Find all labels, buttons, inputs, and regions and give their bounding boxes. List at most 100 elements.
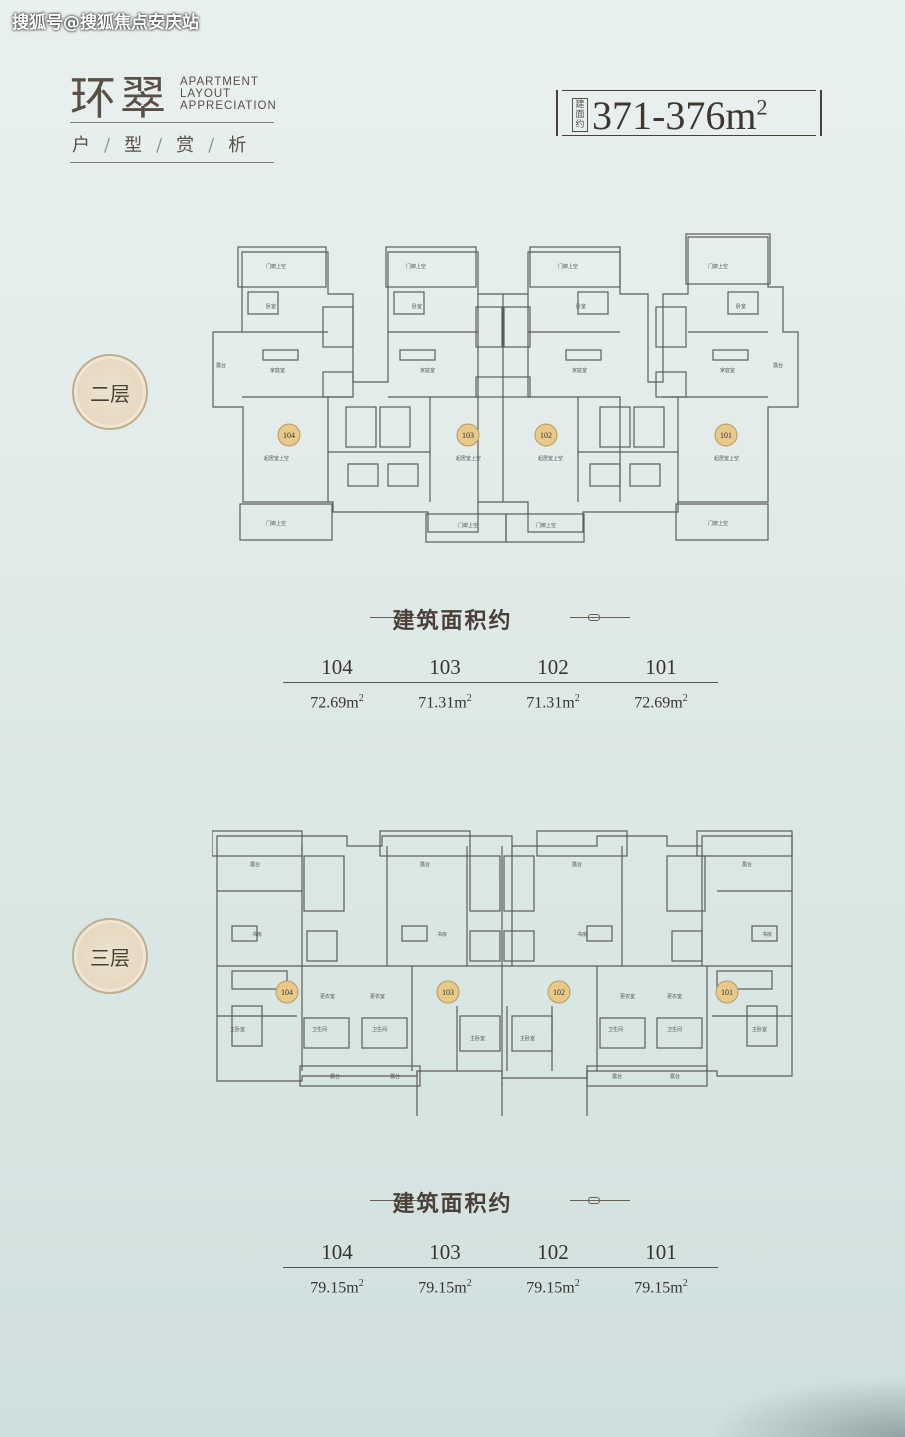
total-area-box: 建面约 371-376m2 [556,90,822,138]
svg-text:门廊上空: 门廊上空 [708,263,728,270]
svg-text:卫生间: 卫生间 [372,1026,387,1033]
svg-text:101: 101 [721,988,733,997]
svg-text:起居室上空: 起居室上空 [456,455,481,462]
svg-text:露台: 露台 [250,861,260,868]
svg-text:书房: 书房 [252,931,262,938]
title-divider [70,162,274,163]
svg-text:露台: 露台 [670,1073,680,1080]
svg-text:卧室: 卧室 [576,303,586,310]
svg-text:露台: 露台 [572,861,582,868]
unit-area: 71.31m2 [418,693,472,712]
svg-text:更衣室: 更衣室 [620,993,635,1000]
unit-area: 79.15m2 [310,1278,364,1297]
unit-number: 103 [429,1240,461,1264]
decor-dot [400,1197,412,1204]
svg-text:门廊上空: 门廊上空 [266,520,286,527]
svg-text:主卧室: 主卧室 [752,1026,767,1033]
svg-text:103: 103 [462,431,474,440]
area-value: 371-376m2 [592,93,768,138]
svg-text:家庭室: 家庭室 [720,367,735,374]
svg-text:门廊上空: 门廊上空 [558,263,578,270]
svg-text:卫生间: 卫生间 [608,1026,623,1033]
unit-area: 72.69m2 [634,693,688,712]
subtitle-char: 析 [228,135,247,156]
decor-dot [588,614,600,621]
svg-text:露台: 露台 [612,1073,622,1080]
area-section-title: 建筑面积约 [392,608,513,634]
svg-text:起居室上空: 起居室上空 [538,455,563,462]
decor-dot [400,614,412,621]
svg-text:家庭室: 家庭室 [420,367,435,374]
title-english: APARTMENT LAYOUT APPRECIATION [180,76,277,112]
svg-text:101: 101 [720,431,732,440]
svg-text:露台: 露台 [330,1073,340,1080]
svg-text:露台: 露台 [742,861,752,868]
svg-text:门廊上空: 门廊上空 [406,263,426,270]
unit-number: 104 [321,655,353,679]
unit-number: 103 [429,655,461,679]
unit-number: 101 [645,1240,677,1264]
svg-text:起居室上空: 起居室上空 [264,455,289,462]
svg-text:104: 104 [283,431,295,440]
unit-number: 101 [645,655,677,679]
area-section-title: 建筑面积约 [392,1191,513,1217]
unit-area: 72.69m2 [310,693,364,712]
svg-text:主卧室: 主卧室 [230,1026,245,1033]
svg-text:103: 103 [442,988,454,997]
page-title: 环翠 [70,71,170,125]
svg-text:露台: 露台 [216,362,226,369]
svg-text:书房: 书房 [577,931,587,938]
svg-text:门廊上空: 门廊上空 [458,522,478,529]
table-divider [283,1267,718,1268]
subtitle: 户/型/赏/析 [72,131,276,157]
floor-plan-2: 卧室 卧室 卧室 卧室 家庭室 家庭室 家庭室 家庭室 起居室上空 起居室上空 起居室上空 起居室… [212,233,799,543]
svg-text:门廊上空: 门廊上空 [708,520,728,527]
svg-text:104: 104 [281,988,293,997]
unit-number: 102 [537,1240,569,1264]
svg-text:主卧室: 主卧室 [520,1035,535,1042]
svg-text:更衣室: 更衣室 [667,993,682,1000]
area-table-floor-2: 104 103 102 101 72.69m2 71.31m2 71.31m2 … [283,652,718,713]
svg-text:书房: 书房 [762,931,772,938]
svg-text:家庭室: 家庭室 [572,367,587,374]
title-en-line: APPRECIATION [180,100,277,112]
svg-text:卫生间: 卫生间 [667,1026,682,1033]
svg-text:卧室: 卧室 [266,303,276,310]
decor-line-right [570,617,630,618]
svg-text:书房: 书房 [437,931,447,938]
table-divider [283,682,718,683]
watermark: 搜狐号@搜狐焦点安庆站 [12,13,199,33]
unit-number: 102 [537,655,569,679]
unit-area: 79.15m2 [526,1278,580,1297]
subtitle-char: 型 [124,135,143,156]
svg-text:露台: 露台 [420,861,430,868]
svg-text:家庭室: 家庭室 [270,367,285,374]
svg-text:卧室: 卧室 [412,303,422,310]
svg-text:102: 102 [553,988,565,997]
unit-area: 71.31m2 [526,693,580,712]
svg-text:主卧室: 主卧室 [470,1035,485,1042]
svg-text:起居室上空: 起居室上空 [714,455,739,462]
subtitle-char: 户 [72,135,90,156]
svg-text:门廊上空: 门廊上空 [536,522,556,529]
subtitle-char: 赏 [176,135,195,156]
svg-text:卧室: 卧室 [736,303,746,310]
decor-dot [588,1197,600,1204]
decor-line-right [570,1200,630,1201]
unit-area: 79.15m2 [634,1278,688,1297]
area-table-floor-3: 104 103 102 101 79.15m2 79.15m2 79.15m2 … [283,1237,718,1298]
unit-number: 104 [321,1240,353,1264]
svg-text:102: 102 [540,431,552,440]
svg-text:门廊上空: 门廊上空 [266,263,286,270]
title-en-line: LAYOUT [180,88,232,100]
floor-plan-3: 露台露台露台露台 书房书房书房书房 更衣室更衣室更衣室更衣室 卫生间卫生间卫生间… [212,830,793,1116]
floor-badge-3: 三层 [72,918,148,994]
svg-text:更衣室: 更衣室 [320,993,335,1000]
svg-text:更衣室: 更衣室 [370,993,385,1000]
svg-text:露台: 露台 [390,1073,400,1080]
title-divider [70,122,274,123]
corner-ink-shadow [705,1377,905,1437]
svg-text:卫生间: 卫生间 [312,1026,327,1033]
floor-badge-2: 二层 [72,354,148,430]
svg-text:露台: 露台 [773,362,783,369]
